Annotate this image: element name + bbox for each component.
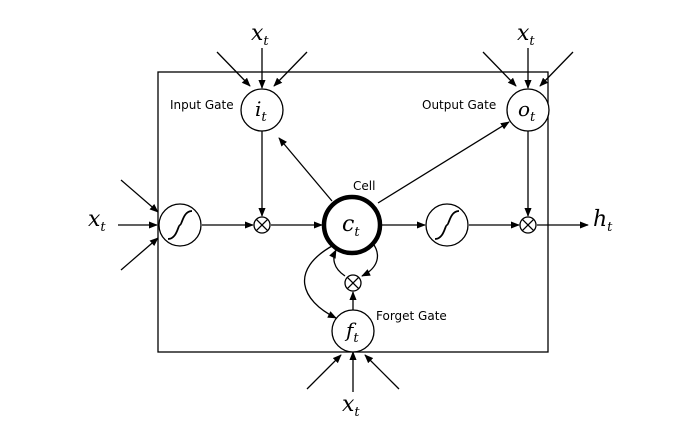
arrow-left-to-output-gate — [482, 51, 517, 87]
multiply-icon — [346, 276, 360, 290]
xt-top-output-label: xt — [517, 21, 535, 49]
arrow-forget-multiply-to-cell — [329, 249, 346, 277]
arrow-left-to-input-gate — [216, 51, 251, 87]
input-gate-node — [240, 88, 284, 132]
arrow-cell-to-forget-gate — [303, 245, 337, 319]
forget-gate-node — [331, 309, 375, 353]
sigmoid-icon — [167, 210, 193, 240]
arrow-right-to-input-gate — [273, 51, 308, 87]
cell-node — [321, 194, 383, 256]
xt-left-label: xt — [88, 207, 106, 235]
output-gate-symbol: ot — [518, 97, 536, 125]
arrow-left-to-forget-gate — [306, 354, 342, 390]
multiply-icon — [521, 218, 535, 232]
arrow-right-to-forget-gate — [364, 354, 400, 390]
arrow-cell-to-input-gate — [278, 137, 333, 202]
xt-top-input-label: xt — [251, 21, 269, 49]
cell-label: Cell — [353, 179, 375, 193]
ht-output-label: ht — [593, 207, 613, 235]
input-gate-symbol: it — [255, 97, 267, 125]
input-gate-label: Input Gate — [170, 98, 234, 112]
output-gate-label: Output Gate — [422, 98, 496, 112]
arrow-upper-to-input-squash — [120, 179, 159, 213]
tanh-icon — [434, 210, 460, 240]
multiply-icon — [255, 218, 269, 232]
xt-bottom-label: xt — [342, 392, 360, 420]
arrow-lower-to-input-squash — [120, 237, 159, 271]
arrow-cell-to-output-gate — [377, 121, 510, 204]
cell-symbol: ct — [342, 212, 360, 240]
forget-gate-label: Forget Gate — [376, 309, 447, 323]
output-gate-node — [506, 88, 550, 132]
arrow-right-to-output-gate — [539, 51, 574, 87]
